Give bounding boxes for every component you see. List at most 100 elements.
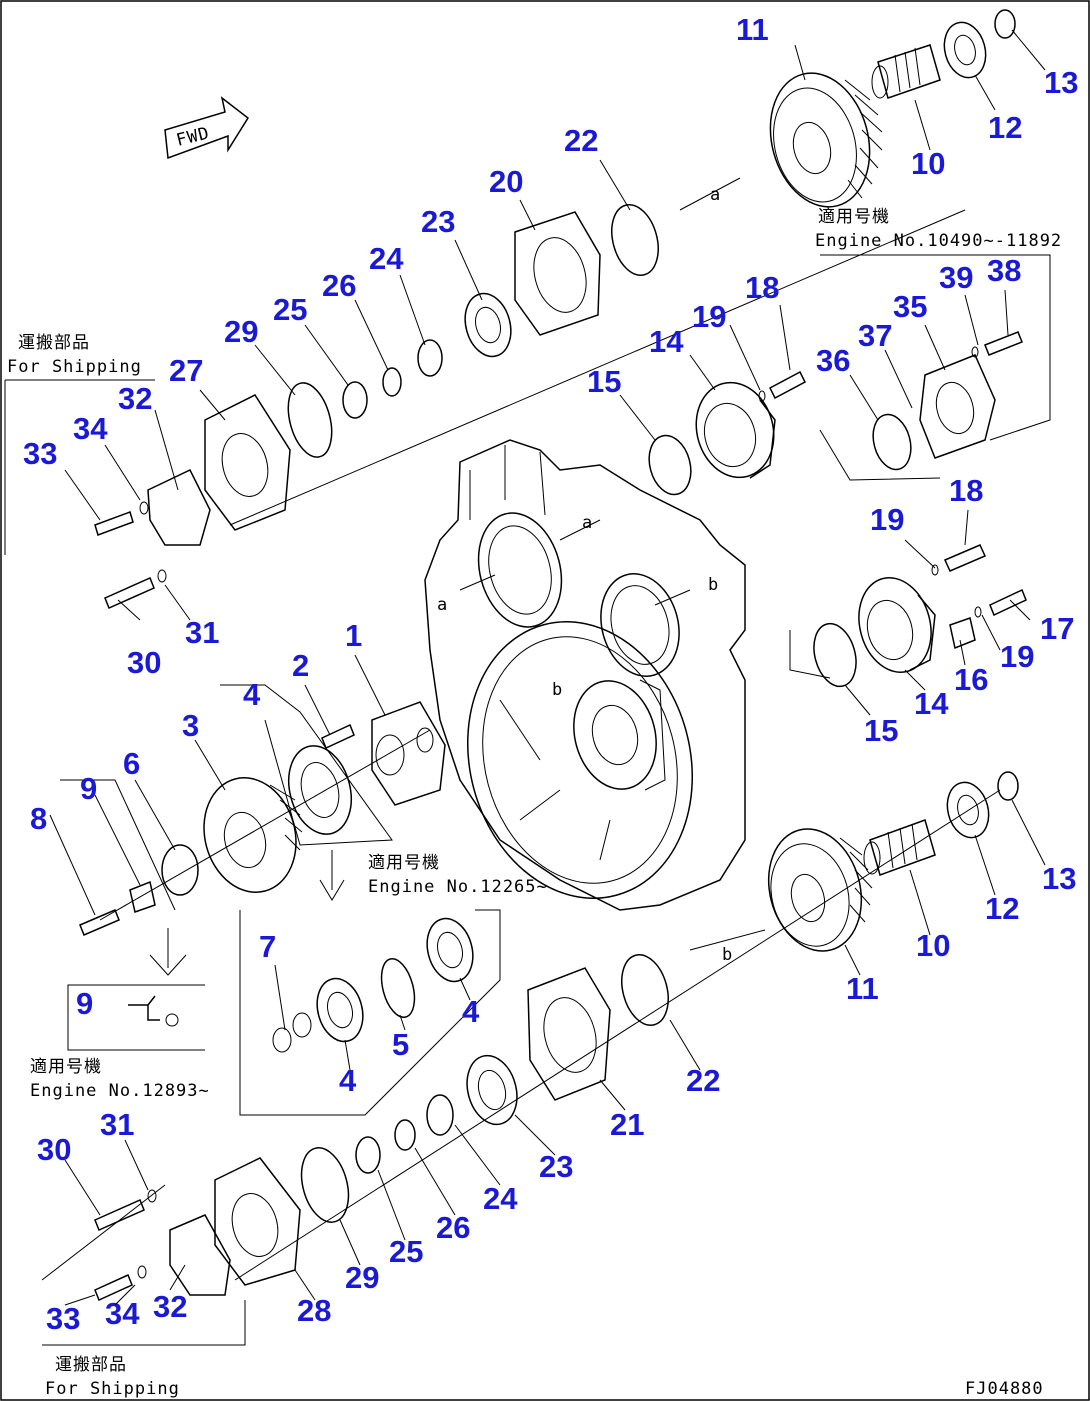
serial-jp-upper-right: 適用号機 — [818, 207, 890, 227]
ref-a-case-left: a — [437, 595, 448, 615]
callout-23: 23 — [421, 204, 455, 239]
lockwasher-26-upper — [382, 367, 402, 397]
nut-25-upper — [342, 381, 368, 419]
callout-24: 24 — [483, 1181, 518, 1216]
shipping-jp-upper: 運搬部品 — [18, 333, 90, 353]
callout-23: 23 — [539, 1149, 573, 1184]
callout-32: 32 — [118, 381, 152, 416]
callout-35: 35 — [893, 289, 927, 324]
callout-30: 30 — [127, 645, 161, 680]
callout-15: 15 — [864, 713, 898, 748]
callout-27: 27 — [169, 353, 203, 388]
callout-19: 19 — [1000, 639, 1034, 674]
shipping-en-upper: For Shipping — [7, 357, 142, 377]
serial-note-upper-right: 適用号機 Engine No.10490~-11892 — [815, 207, 1062, 441]
o-ring-15-upper — [648, 434, 692, 496]
pump-1 — [371, 701, 446, 806]
plate-32-upper — [147, 469, 211, 546]
callout-20: 20 — [489, 164, 523, 199]
bolt-18-lower — [931, 544, 986, 576]
callout-leaders — [49, 29, 1046, 1306]
callout-14: 14 — [649, 324, 684, 359]
callout-19: 19 — [692, 299, 726, 334]
callout-33: 33 — [23, 436, 57, 471]
callout-29: 29 — [345, 1260, 379, 1295]
callout-12: 12 — [988, 110, 1022, 145]
serial-note-12265: 適用号機 Engine No.12265~ — [239, 850, 548, 1116]
callout-8: 8 — [30, 801, 47, 836]
gear-lower — [767, 828, 873, 952]
o-ring-22-lower — [621, 954, 669, 1026]
callout-5: 5 — [392, 1027, 409, 1062]
bolt-30-upper — [104, 569, 167, 610]
serial-note-12893: 適用号機 Engine No.12893~ — [30, 928, 210, 1101]
cover-upper — [514, 211, 601, 336]
plate-32-lower — [169, 1214, 231, 1296]
callout-39: 39 — [939, 260, 973, 295]
callout-13: 13 — [1044, 65, 1078, 100]
callout-3: 3 — [182, 708, 199, 743]
callout-25: 25 — [273, 292, 307, 327]
bolt-18-upper — [758, 370, 806, 402]
callout-22: 22 — [564, 123, 598, 158]
callout-26: 26 — [322, 268, 356, 303]
callout-7: 7 — [259, 929, 276, 964]
bolt-2 — [321, 723, 355, 750]
ref-a-case-top: a — [582, 513, 593, 533]
callout-22: 22 — [686, 1063, 720, 1098]
callout-26: 26 — [436, 1210, 470, 1245]
cover-27-upper — [204, 394, 291, 531]
engine-10490-note: Engine No.10490~-11892 — [815, 231, 1062, 251]
o-ring-36 — [872, 413, 912, 471]
serial-jp-12893: 適用号機 — [30, 1057, 102, 1077]
shipping-en-lower: For Shipping — [45, 1379, 180, 1399]
callout-16: 16 — [954, 662, 988, 697]
engine-12265-note: Engine No.12265~ — [368, 877, 548, 897]
plate-9 — [129, 880, 156, 913]
spacer-24-lower — [426, 1094, 454, 1136]
callout-2: 2 — [292, 648, 309, 683]
callout-29: 29 — [224, 314, 258, 349]
engine-12893-note: Engine No.12893~ — [30, 1081, 210, 1101]
callout-17: 17 — [1040, 611, 1074, 646]
callout-34: 34 — [73, 411, 108, 446]
bearing-23-upper — [464, 292, 512, 358]
pinion-shaft-lower — [863, 819, 936, 876]
callout-10: 10 — [911, 146, 945, 181]
flange-14-lower — [858, 577, 936, 673]
callout-11: 11 — [736, 12, 769, 47]
callout-1: 1 — [345, 618, 362, 653]
callout-21: 21 — [610, 1107, 644, 1142]
gear-upper — [769, 72, 883, 208]
callout-14: 14 — [914, 686, 949, 721]
bolt-17 — [974, 588, 1027, 618]
nut-25-lower — [355, 1136, 381, 1174]
callout-11: 11 — [846, 971, 879, 1006]
callout-12: 12 — [985, 891, 1019, 926]
callout-18: 18 — [949, 473, 983, 508]
callout-25: 25 — [389, 1234, 423, 1269]
bearing-4-main — [288, 745, 352, 835]
flange-14-upper — [695, 381, 776, 479]
cover-21 — [527, 967, 611, 1101]
drawing-id: FJ04880 — [965, 1379, 1044, 1399]
ref-a-upper: a — [710, 185, 721, 205]
callout-31: 31 — [100, 1107, 134, 1142]
callout-34: 34 — [105, 1296, 140, 1331]
callout-24: 24 — [369, 241, 404, 276]
bracket-16 — [949, 617, 976, 650]
callout-38: 38 — [987, 253, 1021, 288]
bolt-38 — [971, 331, 1023, 358]
callout-37: 37 — [858, 318, 892, 353]
forward-direction-arrow: FWD — [164, 96, 249, 160]
ref-b-case-center: b — [552, 680, 563, 700]
snap-ring-upper — [994, 9, 1016, 39]
callout-31: 31 — [185, 615, 219, 650]
callout-numbers: 1 2 3 4 4 4 5 6 7 8 9 9 10 10 11 11 12 1… — [23, 12, 1078, 1336]
ref-b-lower: b — [722, 945, 733, 965]
shipping-note-lower: 運搬部品 For Shipping — [41, 1184, 246, 1399]
callout-19: 19 — [870, 502, 904, 537]
shipping-jp-lower: 運搬部品 — [55, 1355, 127, 1375]
callout-4: 4 — [339, 1063, 357, 1098]
